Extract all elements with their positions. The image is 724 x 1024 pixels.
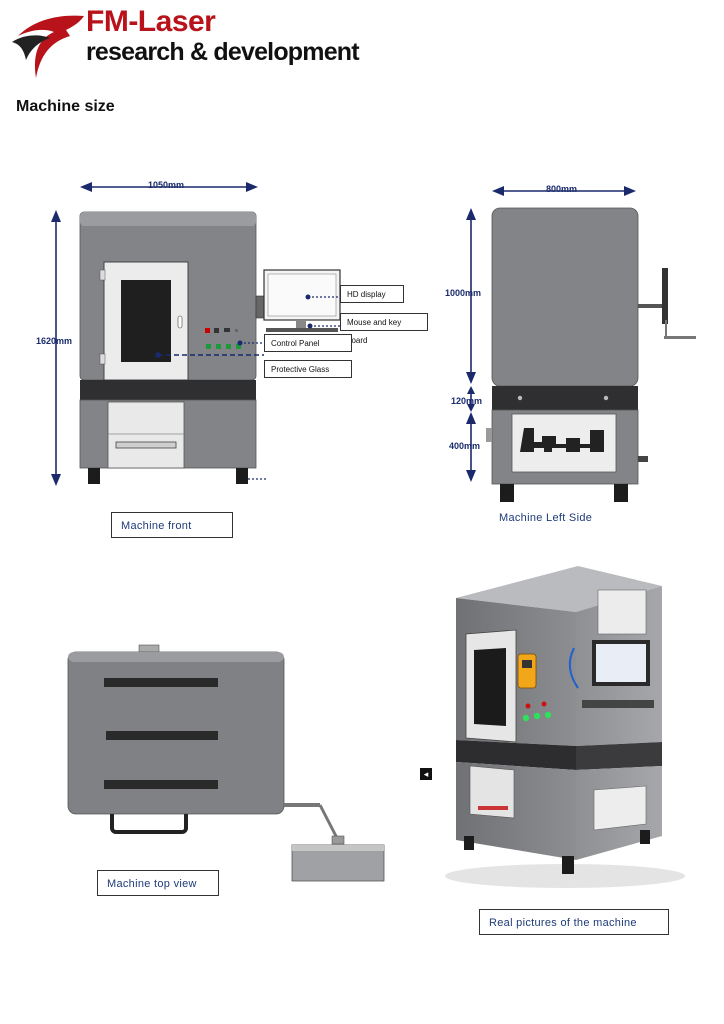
hd-display-callout: HD display [340,285,404,303]
front-width-label: 1050mm [148,180,185,190]
section-title: Machine size [16,98,115,115]
brand-tagline: research & development [86,38,360,66]
control-panel-callout: Control Panel [264,334,352,352]
front-height-label: 1620mm [36,336,73,346]
side-width-label: 800mm [546,184,578,194]
protective-glass-callout: Protective Glass [264,360,352,378]
machine-left-side-caption: Machine Left Side [490,505,620,531]
side-lower-height-label: 400mm [449,441,481,451]
side-middle-height-label: 120mm [451,396,483,406]
machine-top-view-caption: Machine top view [97,870,219,896]
machine-front-caption: Machine front [111,512,233,538]
real-pictures-caption: Real pictures of the machine [479,909,669,935]
brand-name: FM-Laser [86,5,216,38]
logo-swoosh-icon [12,15,84,78]
scroll-left-icon[interactable]: ◂ [420,768,432,780]
mouse-keyboard-callout: Mouse and key board [340,313,428,345]
side-upper-height-label: 1000mm [445,288,482,298]
